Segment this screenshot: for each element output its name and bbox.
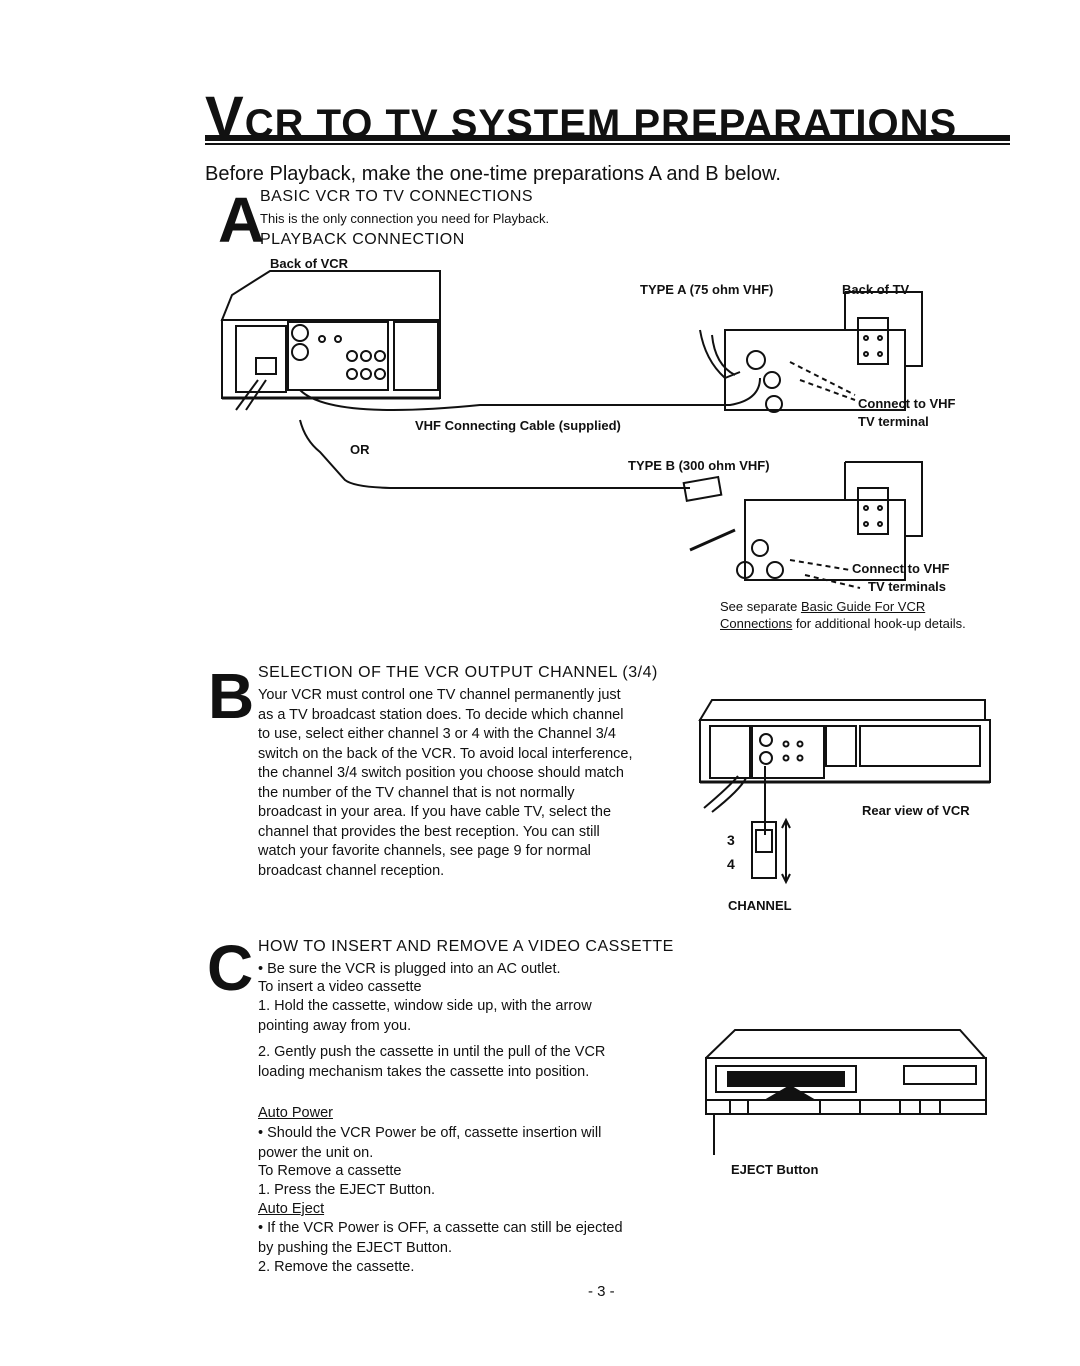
eject-button-label: EJECT Button <box>731 1162 819 1177</box>
cable-label: VHF Connecting Cable (supplied) <box>415 418 621 433</box>
type-a-label: TYPE A (75 ohm VHF) <box>640 282 774 297</box>
section-c-bullet: • Be sure the VCR is plugged into an AC … <box>258 961 561 977</box>
see-separate-note: See separate Basic Guide For VCR Connect… <box>720 599 966 631</box>
basic-guide-link: Basic Guide For VCR Connections <box>720 599 926 631</box>
section-c-heading: HOW TO INSERT AND REMOVE A VIDEO CASSETT… <box>258 938 674 955</box>
title-rule-thin <box>205 143 1010 145</box>
channel-label: CHANNEL <box>728 898 792 913</box>
remove-step-2: 2. Remove the cassette. <box>258 1259 415 1275</box>
channel-3-label: 3 <box>727 832 735 848</box>
section-a-heading: BASIC VCR TO TV CONNECTIONS <box>260 188 534 205</box>
connect-vhf-label-2: Connect to VHF <box>852 561 950 576</box>
auto-eject-text: • If the VCR Power is OFF, a cassette ca… <box>258 1220 623 1256</box>
to-insert-heading: To insert a video cassette <box>258 979 422 995</box>
channel-4-label: 4 <box>727 856 735 872</box>
auto-power-heading: Auto Power <box>258 1105 333 1121</box>
auto-eject-heading: Auto Eject <box>258 1201 325 1217</box>
section-b-letter: B <box>208 660 255 732</box>
or-label: OR <box>350 442 370 457</box>
section-a-note: This is the only connection you need for… <box>260 211 550 226</box>
auto-power-text: • Should the VCR Power be off, cassette … <box>258 1125 602 1161</box>
rear-view-label: Rear view of VCR <box>862 803 970 818</box>
back-of-vcr-label: Back of VCR <box>270 256 349 271</box>
section-b-body: Your VCR must control one TV channel per… <box>258 687 633 879</box>
section-c-letter: C <box>207 932 254 1004</box>
remove-step-1: 1. Press the EJECT Button. <box>258 1182 436 1198</box>
connect-vhf-label: Connect to VHF <box>858 396 956 411</box>
section-b-heading: SELECTION OF THE VCR OUTPUT CHANNEL (3/4… <box>258 664 658 681</box>
playback-connection-heading: PLAYBACK CONNECTION <box>260 231 465 248</box>
title-rule-thick <box>205 135 1010 141</box>
insert-step-1: 1. Hold the cassette, window side up, wi… <box>258 998 592 1034</box>
back-of-tv-label: Back of TV <box>842 282 910 297</box>
section-a-letter: A <box>218 184 265 256</box>
tv-terminals-label: TV terminals <box>868 579 947 594</box>
intro-text: Before Playback, make the one-time prepa… <box>205 163 781 185</box>
insert-step-2: 2. Gently push the cassette in until the… <box>258 1044 606 1080</box>
to-remove-heading: To Remove a cassette <box>258 1163 402 1179</box>
tv-terminal-label: TV terminal <box>858 414 929 429</box>
type-b-label: TYPE B (300 ohm VHF) <box>628 458 770 473</box>
page-number: - 3 - <box>588 1283 615 1300</box>
